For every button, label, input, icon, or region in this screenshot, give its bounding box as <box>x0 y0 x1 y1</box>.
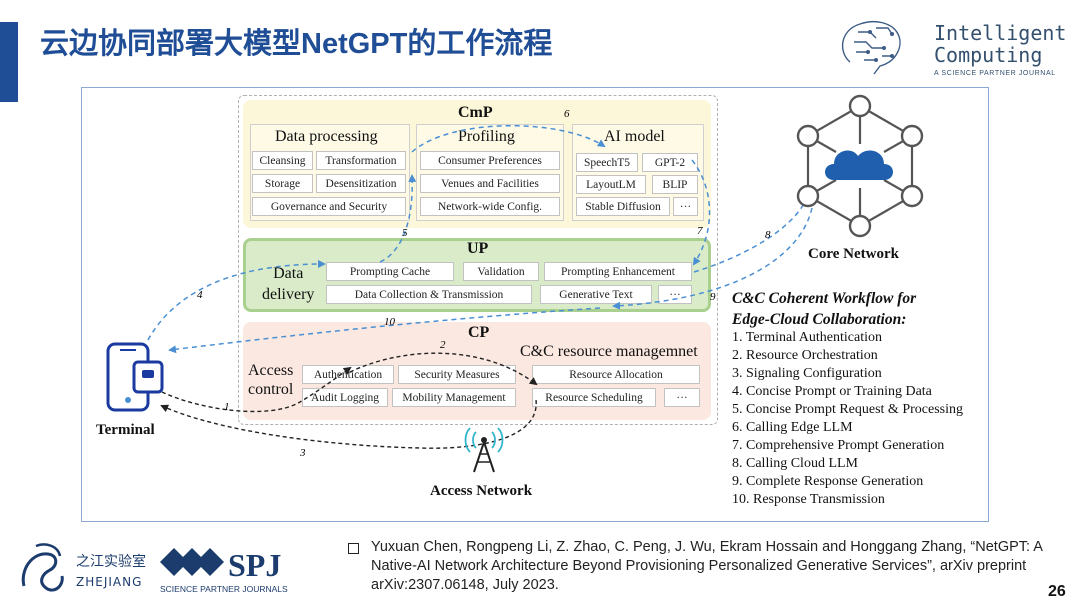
workflow-step-3: 3. Signaling Configuration <box>732 366 882 381</box>
dp-cleansing: Cleansing <box>252 151 313 170</box>
spj-tagline: SCIENCE PARTNER JOURNALS <box>160 584 288 594</box>
spj-logo: SPJ SCIENCE PARTNER JOURNALS <box>158 542 298 596</box>
pf-venues-facilities: Venues and Facilities <box>420 174 560 193</box>
workflow-step-1: 1. Terminal Authentication <box>732 330 883 345</box>
ai-stable-diffusion: Stable Diffusion <box>576 197 670 216</box>
access-network-label: Access Network <box>430 483 533 499</box>
workflow-step-10: 10. Response Transmission <box>732 492 885 507</box>
dp-transformation: Transformation <box>316 151 406 170</box>
workflow-step-7: 7. Comprehensive Prompt Generation <box>732 438 945 453</box>
ai-gpt2: GPT-2 <box>642 153 698 172</box>
page-number: 26 <box>1048 583 1066 600</box>
cp-mobility-management: Mobility Management <box>392 388 516 407</box>
spj-mark: SPJ <box>228 547 281 583</box>
up-prompting-enhancement: Prompting Enhancement <box>544 262 692 281</box>
up-prompting-cache: Prompting Cache <box>326 262 454 281</box>
zhejiang-lab-logo: 之江实验室 ZHEJIANG LAB <box>18 540 173 598</box>
workflow-steps: 1. Terminal Authentication 2. Resource O… <box>732 329 963 509</box>
workflow-step-8: 8. Calling Cloud LLM <box>732 456 858 471</box>
zhejiang-lab-swirl-icon: 之江实验室 ZHEJIANG LAB <box>21 543 173 592</box>
dp-desensitization: Desensitization <box>316 174 406 193</box>
spj-diamond-icon: SPJ SCIENCE PARTNER JOURNALS <box>160 547 288 594</box>
workflow-step-2: 2. Resource Orchestration <box>732 348 878 363</box>
ic-logo-line1: Intelligent <box>934 21 1066 45</box>
reference-text: Yuxuan Chen, Rongpeng Li, Z. Zhao, C. Pe… <box>371 539 1043 593</box>
zhejiang-lab-cn: 之江实验室 <box>76 553 146 570</box>
workflow-step-5: 5. Concise Prompt Request & Processing <box>732 402 963 417</box>
ai-more: ··· <box>673 197 698 216</box>
access-control-line1: Access <box>248 362 294 379</box>
workflow-title-line1: C&C Coherent Workflow for <box>732 290 917 307</box>
ai-model-title: AI model <box>604 128 665 145</box>
ic-logo-line2: Computing <box>934 43 1042 67</box>
data-delivery-line2: delivery <box>262 286 315 303</box>
workflow-title: C&C Coherent Workflow for Edge-Cloud Col… <box>732 288 916 330</box>
up-validation: Validation <box>463 262 539 281</box>
workflow-step-6: 6. Calling Edge LLM <box>732 420 853 435</box>
ai-speecht5: SpeechT5 <box>576 153 638 172</box>
cp-authentication: Authentication <box>302 365 394 384</box>
cmp-title: CmP <box>458 104 493 121</box>
up-generative-text: Generative Text <box>540 285 652 304</box>
up-more: ··· <box>658 285 692 304</box>
pf-consumer-preferences: Consumer Preferences <box>420 151 560 170</box>
ic-logo-tagline: A SCIENCE PARTNER JOURNAL <box>934 70 1056 77</box>
access-control-line2: control <box>248 381 294 398</box>
data-processing-title: Data processing <box>275 128 378 145</box>
resource-title: C&C resource managemnet <box>520 343 698 360</box>
pf-network-config: Network-wide Config. <box>420 197 560 216</box>
workflow-title-colon: : <box>901 311 907 328</box>
cp-title: CP <box>468 324 490 341</box>
core-network-label: Core Network <box>808 246 899 262</box>
cp-audit-logging: Audit Logging <box>302 388 388 407</box>
access-control-label: Access control <box>248 361 293 399</box>
slide-title: 云边协同部署大模型NetGPT的工作流程 <box>40 28 553 60</box>
workflow-title-line2: Edge-Cloud Collaboration <box>732 311 902 328</box>
dp-storage: Storage <box>252 174 313 193</box>
circuit-brain-icon: Intelligent Computing A SCIENCE PARTNER … <box>841 21 1066 77</box>
ai-blip: BLIP <box>652 175 698 194</box>
ai-layoutlm: LayoutLM <box>576 175 646 194</box>
cp-resource-allocation: Resource Allocation <box>532 365 700 384</box>
reference-bullet-icon <box>348 543 359 554</box>
zhejiang-lab-en: ZHEJIANG LAB <box>76 575 148 589</box>
dp-governance: Governance and Security <box>252 197 406 216</box>
cp-more: ··· <box>664 388 700 407</box>
workflow-step-9: 9. Complete Response Generation <box>732 474 924 489</box>
up-title: UP <box>467 240 489 257</box>
data-delivery-line1: Data <box>273 265 304 282</box>
cp-resource-scheduling: Resource Scheduling <box>532 388 656 407</box>
up-data-collection: Data Collection & Transmission <box>326 285 532 304</box>
profiling-title: Profiling <box>458 128 515 145</box>
cp-security-measures: Security Measures <box>398 365 516 384</box>
terminal-label: Terminal <box>96 422 155 438</box>
intelligent-computing-logo: Intelligent Computing A SCIENCE PARTNER … <box>836 14 1068 80</box>
data-delivery-label: Data delivery <box>262 263 314 305</box>
workflow-step-4: 4. Concise Prompt or Training Data <box>732 384 932 399</box>
title-accent-bar <box>0 22 18 102</box>
